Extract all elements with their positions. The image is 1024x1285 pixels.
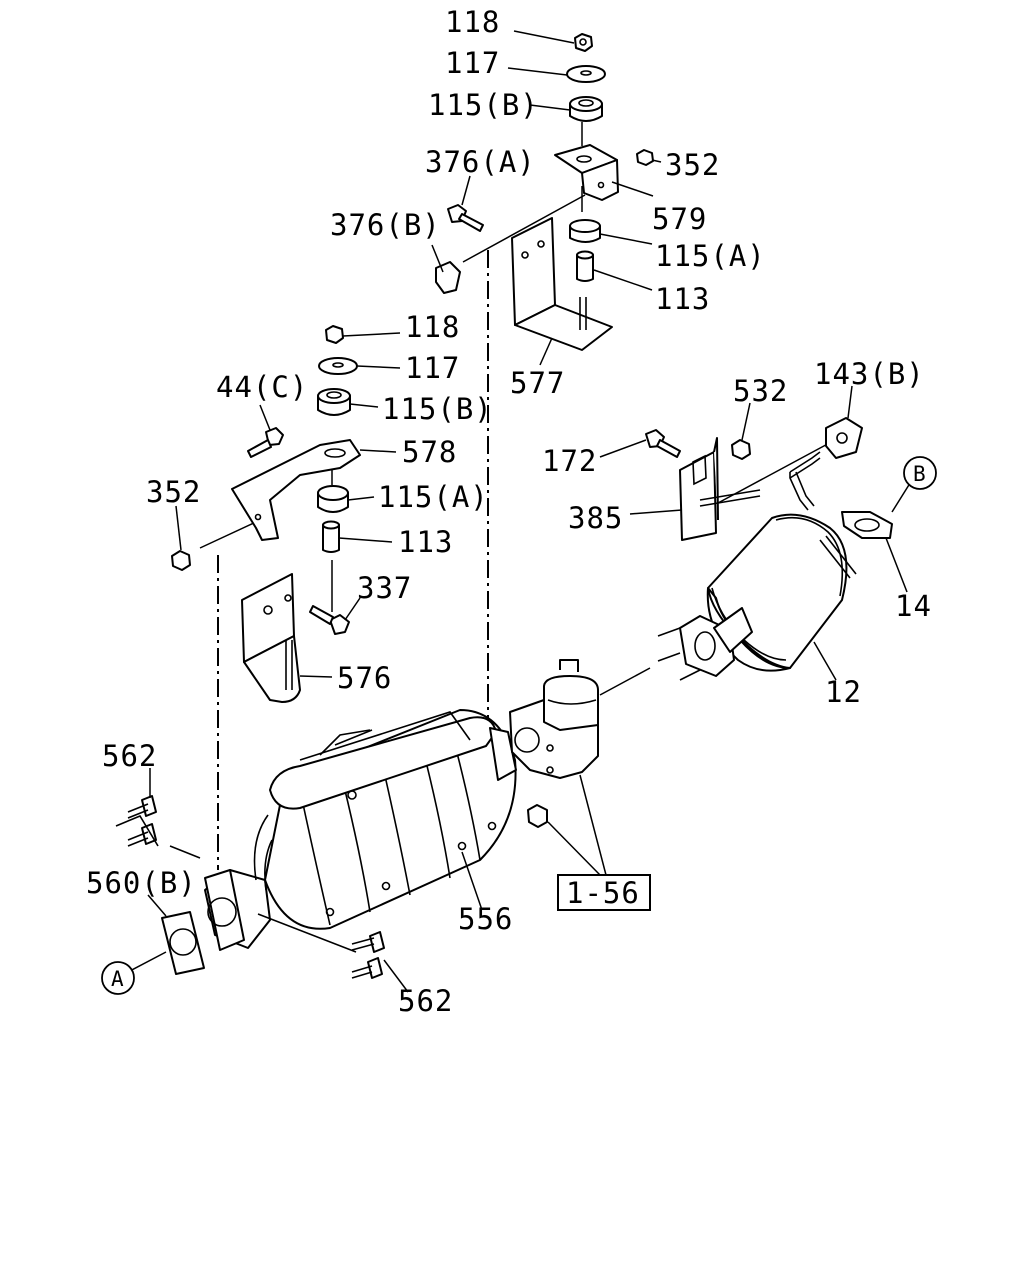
gasket-14 xyxy=(841,511,893,539)
muffler-inlet-pipe xyxy=(657,607,753,681)
label-115a-top: 115(A) xyxy=(655,239,766,273)
label-113-mid: 113 xyxy=(398,525,453,559)
bushing-115b-mid xyxy=(317,388,351,416)
circle-a-letter: A xyxy=(111,967,124,991)
label-376b: 376(B) xyxy=(330,208,441,242)
bolt-44c xyxy=(247,427,284,458)
sleeve-113-mid xyxy=(322,520,340,553)
bracket-385 xyxy=(679,437,761,541)
label-337: 337 xyxy=(357,571,412,605)
label-352-left: 352 xyxy=(146,475,201,509)
sleeve-113-top xyxy=(576,250,594,282)
assembly-line-385 xyxy=(717,439,836,504)
ref-box-frame xyxy=(557,874,651,911)
nut-352-left xyxy=(171,550,191,571)
label-44c: 44(C) xyxy=(216,370,308,404)
label-562-top: 562 xyxy=(102,739,157,773)
circle-b-letter: B xyxy=(913,462,926,486)
label-562-bottom: 562 xyxy=(398,984,453,1018)
washer-117-top xyxy=(566,65,606,83)
assembly-line-376b xyxy=(462,194,586,263)
converter-assembly-556 xyxy=(204,709,517,951)
label-117-top: 117 xyxy=(445,46,500,80)
circle-a-frame xyxy=(101,961,135,995)
label-172: 172 xyxy=(542,444,597,478)
nut-118-mid xyxy=(325,325,344,344)
label-117-mid: 117 xyxy=(405,351,460,385)
nut-valve xyxy=(527,804,548,828)
label-578: 578 xyxy=(402,435,457,469)
label-579: 579 xyxy=(652,202,707,236)
bushing-115b-top xyxy=(569,96,603,122)
clip-376b xyxy=(435,261,461,294)
bolt-337 xyxy=(309,605,350,635)
assembly-line-pipe xyxy=(599,667,651,696)
washer-117-mid xyxy=(318,357,358,375)
bushing-115a-top xyxy=(569,219,601,243)
label-143b: 143(B) xyxy=(814,357,925,391)
label-118-mid: 118 xyxy=(405,310,460,344)
label-352-top: 352 xyxy=(665,148,720,182)
label-12: 12 xyxy=(825,675,862,709)
bracket-578 xyxy=(231,439,361,541)
bracket-576 xyxy=(241,573,301,703)
bushing-115a-mid xyxy=(317,485,349,513)
studs-562-top xyxy=(115,795,159,847)
label-115b-mid: 115(B) xyxy=(382,392,493,426)
label-118-top: 118 xyxy=(445,5,500,39)
ref-box-label: 1-56 xyxy=(566,876,640,910)
label-560b: 560(B) xyxy=(86,866,197,900)
label-14: 14 xyxy=(895,589,932,623)
hanger-rod-143b xyxy=(789,417,863,511)
label-115b-top: 115(B) xyxy=(428,88,539,122)
exhaust-valve-1-56 xyxy=(509,659,599,779)
label-113-top: 113 xyxy=(655,282,710,316)
bolt-172 xyxy=(645,429,681,458)
studs-562-bottom xyxy=(351,931,385,979)
nut-532 xyxy=(731,439,751,460)
label-532: 532 xyxy=(733,374,788,408)
circle-b-frame xyxy=(903,456,937,490)
label-115a-mid: 115(A) xyxy=(378,480,489,514)
bolt-376a xyxy=(447,204,484,232)
nut-352-top xyxy=(636,149,654,166)
bracket-579 xyxy=(554,144,619,201)
gasket-560b xyxy=(161,911,205,975)
assembly-line-352 xyxy=(199,521,257,549)
label-556: 556 xyxy=(458,902,513,936)
nut-118-top xyxy=(574,33,593,52)
label-577: 577 xyxy=(510,366,565,400)
label-385: 385 xyxy=(568,501,623,535)
label-376a: 376(A) xyxy=(425,145,536,179)
bracket-577 xyxy=(511,217,613,351)
label-576: 576 xyxy=(337,661,392,695)
